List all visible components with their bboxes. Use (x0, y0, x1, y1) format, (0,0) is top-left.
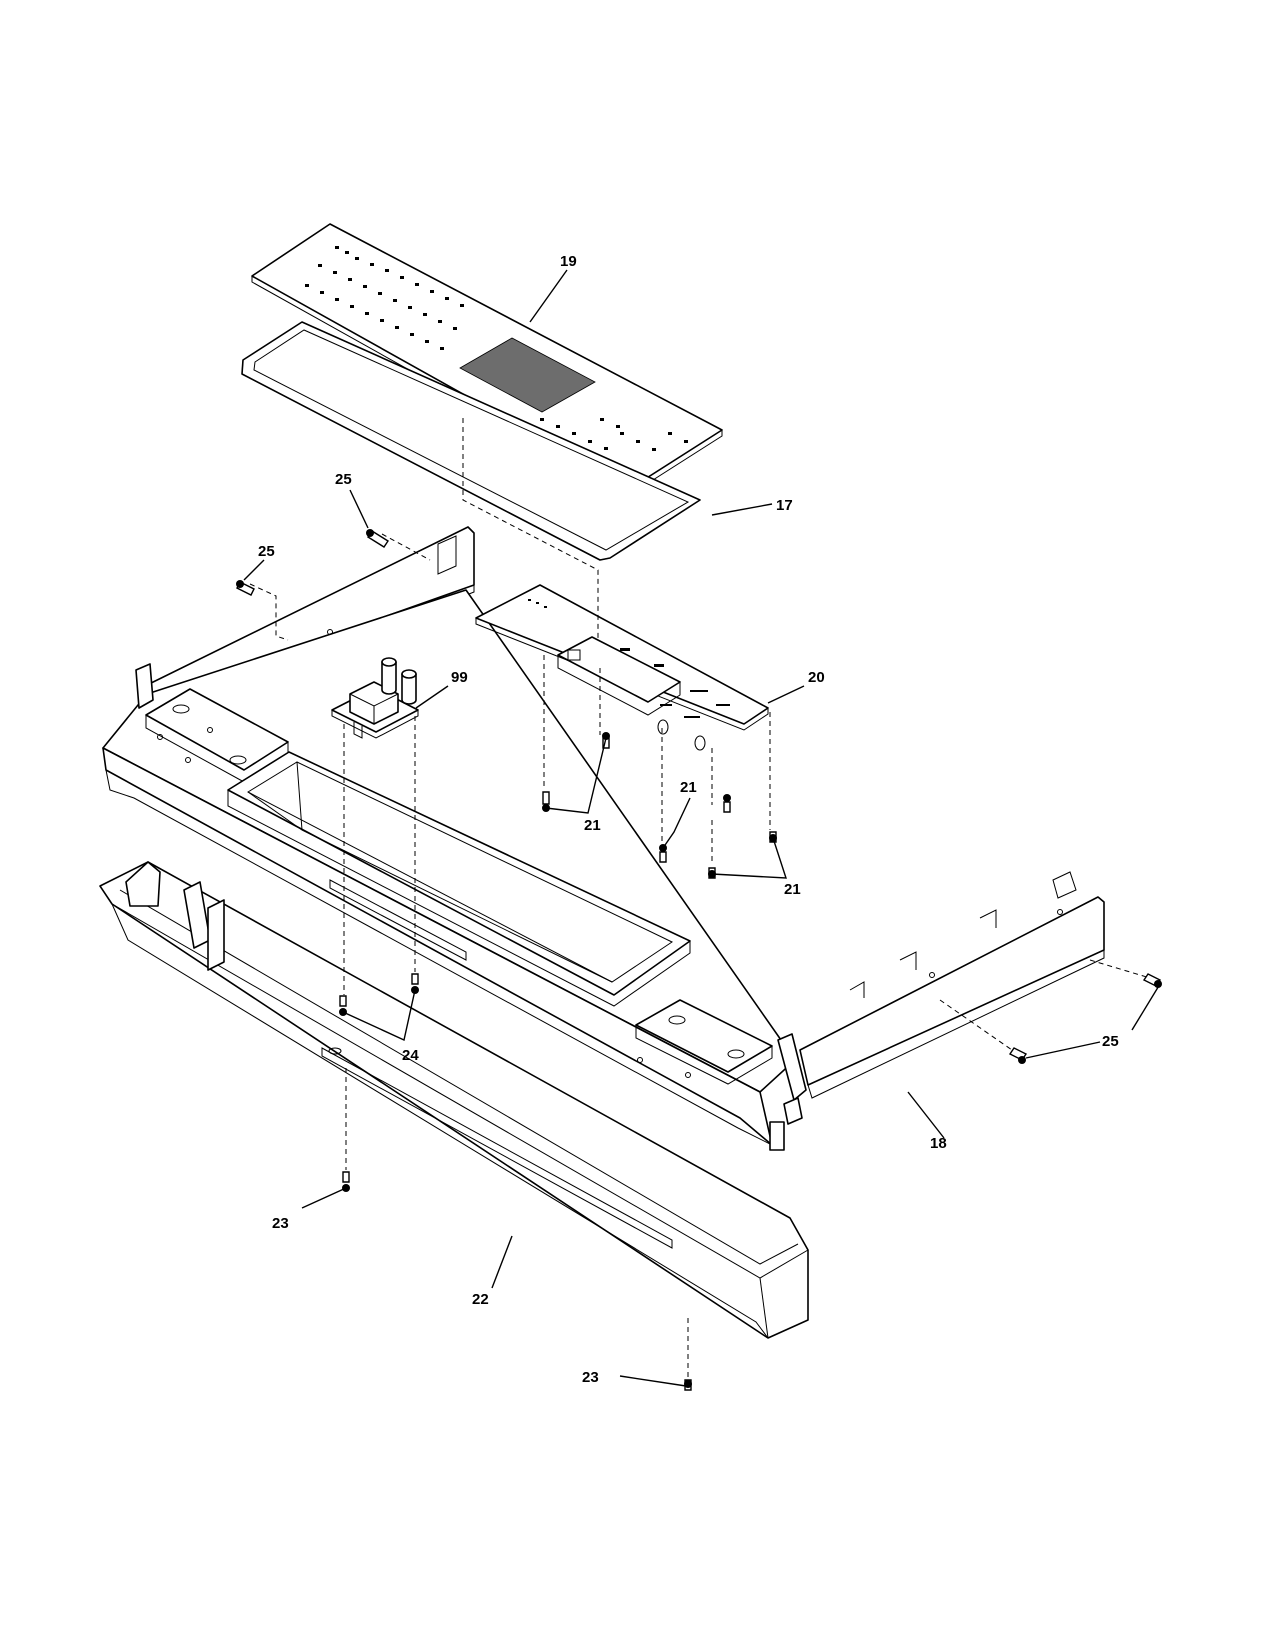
callout-99: 99 (451, 669, 468, 686)
screw-21-3 (659, 844, 667, 863)
callout-24: 24 (402, 1047, 419, 1064)
callout-25-top: 25 (335, 471, 352, 488)
screw-21-4 (723, 794, 731, 813)
callout-22: 22 (472, 1291, 489, 1308)
assembly-lines (249, 418, 1151, 1378)
callout-17: 17 (776, 497, 793, 514)
part-99-transformer-board (331, 657, 419, 739)
screws (236, 529, 1162, 1391)
screw-21-5 (708, 867, 716, 879)
callout-21-middle: 21 (680, 779, 697, 796)
callout-23-left: 23 (272, 1215, 289, 1232)
screw-25-right-lower (1008, 1047, 1028, 1064)
part-17-gasket (241, 321, 701, 561)
leader-lines (243, 269, 1161, 1387)
callout-21-right: 21 (784, 881, 801, 898)
screw-23-right (684, 1379, 692, 1391)
callout-20: 20 (808, 669, 825, 686)
callout-labels: 19 17 25 25 20 99 21 21 21 24 25 18 23 2… (258, 253, 1119, 1386)
callout-19: 19 (560, 253, 577, 270)
screw-21-6 (769, 831, 777, 843)
screw-25-left (236, 580, 255, 596)
part-22-trim-shroud (99, 861, 809, 1339)
callout-25-left: 25 (258, 543, 275, 560)
callout-18: 18 (930, 1135, 947, 1152)
screw-25-top (366, 529, 389, 548)
callout-23-bottom: 23 (582, 1369, 599, 1386)
part-20-control-board (475, 584, 769, 751)
part-18-control-housing (102, 526, 1105, 1151)
callout-25-right: 25 (1102, 1033, 1119, 1050)
screw-23-left (342, 1171, 350, 1192)
screw-25-right-upper (1142, 973, 1162, 988)
part-19-control-panel-overlay (251, 223, 723, 495)
callout-21-left: 21 (584, 817, 601, 834)
